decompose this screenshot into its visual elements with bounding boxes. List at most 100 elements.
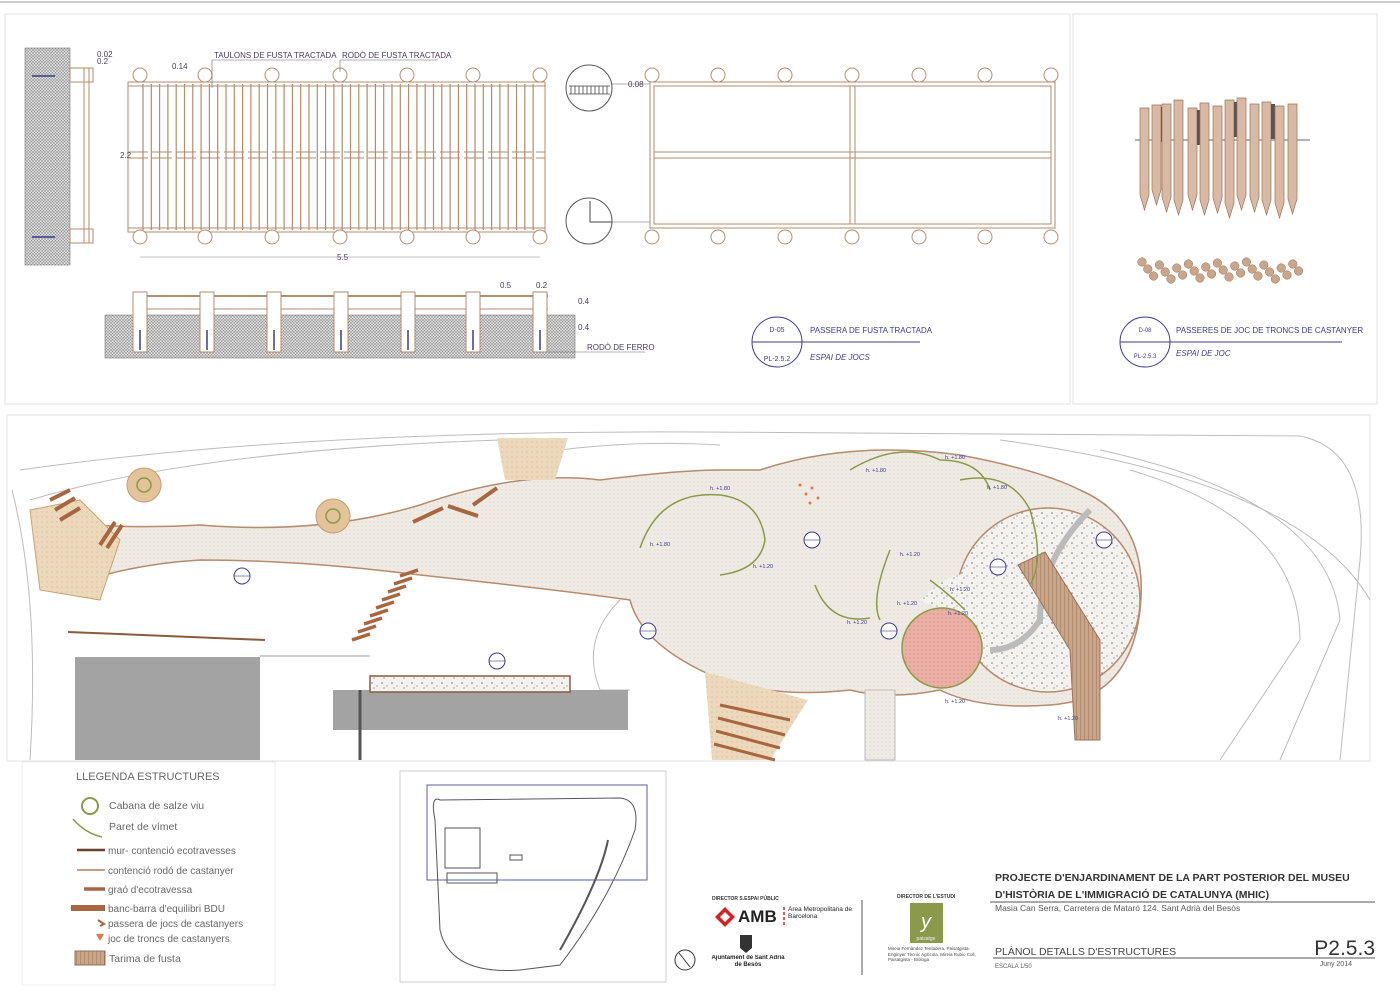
dim-label: 0.5 — [500, 281, 512, 290]
post-round — [465, 229, 481, 245]
dim-label: 0.4 — [578, 297, 590, 306]
legend-item: passera de jocs de castanyers — [97, 919, 243, 930]
log-section — [1201, 262, 1211, 272]
legend-item: joc de troncs de castanyers — [96, 934, 230, 945]
log-section — [1212, 258, 1222, 268]
log-section — [1160, 267, 1170, 277]
dim-label: 0.2 — [536, 281, 548, 290]
dim-label: 0.4 — [578, 323, 590, 332]
chestnut-log — [1187, 107, 1198, 212]
elevation-post — [132, 291, 148, 353]
legend-item-label: passera de jocs de castanyers — [108, 919, 243, 930]
chestnut-logs-icon — [96, 934, 104, 941]
elevation-post — [465, 291, 481, 353]
log-section — [1149, 271, 1159, 281]
label-taulons: TAULONS DE FUSTA TRACTADA — [214, 51, 337, 60]
chestnut-walkway-icon — [97, 919, 106, 927]
log-section — [1247, 264, 1257, 274]
sheet-date: Juny 2014 — [1320, 961, 1352, 968]
director-estudi-label: DIRECTOR DE L'ESTUDI — [897, 894, 956, 900]
log-section — [1259, 260, 1269, 270]
height-label: h. +1.20 — [1058, 716, 1078, 722]
chestnut-log — [1212, 105, 1223, 215]
sheet-number: P2.5.3 — [1314, 937, 1375, 960]
log-section — [1253, 271, 1263, 281]
planter-strip — [369, 675, 571, 693]
elevation-post — [400, 291, 416, 353]
height-label: h. +1.80 — [650, 542, 670, 548]
ajuntament-crest-icon — [740, 935, 752, 953]
height-label: h. +1.20 — [945, 699, 965, 705]
step-ecotravessa — [363, 616, 383, 626]
chestnut-log — [1287, 103, 1298, 216]
log-section — [1143, 264, 1153, 274]
amb-logo-text: AMB — [738, 907, 777, 926]
legend-item-label: Tarima de fusta — [109, 953, 181, 965]
detail-passeres-troncs: D-08 PL-2.5.3 PASSERES DE JOC DE TRONCS … — [1072, 13, 1378, 405]
post-round — [332, 229, 348, 245]
height-label: h. +1.80 — [945, 455, 965, 461]
legend-item: banc-barra d'equilibri BDU — [71, 904, 225, 915]
label-rodo-ferro: RODÒ DE FERRO — [587, 343, 655, 352]
log-shadow — [1234, 102, 1238, 137]
project-title-line1: PROJECTE D'ENJARDINAMENT DE LA PART POST… — [995, 872, 1350, 884]
post-round — [197, 229, 213, 245]
log-section — [1270, 274, 1280, 284]
log-shadow — [1197, 110, 1201, 145]
legend-item: Paret de vímet — [72, 818, 177, 838]
legend-item-label: banc-barra d'equilibri BDU — [108, 904, 225, 915]
post-round — [1043, 67, 1059, 83]
tag-title: PASSERA DE FUSTA TRACTADA — [810, 326, 933, 335]
elevation-post — [532, 291, 548, 353]
section-tag-d05: D-05 PL-2.5.2 PASSERA DE FUSTA TRACTADA … — [751, 316, 933, 368]
log-section — [1178, 270, 1188, 280]
chestnut-log — [1199, 102, 1210, 217]
tarima-walkway — [1017, 551, 1101, 741]
log-section — [1288, 259, 1298, 269]
tag-code: D-08 — [1138, 328, 1152, 334]
willow-hut-icon — [81, 797, 99, 815]
log-section — [1172, 263, 1182, 273]
height-label: h. +1.80 — [866, 468, 886, 474]
log-section — [1195, 273, 1205, 283]
post-round — [644, 67, 660, 83]
post-round — [399, 67, 415, 83]
post-round — [844, 229, 860, 245]
sand-area-north — [497, 438, 568, 480]
post-round — [264, 229, 280, 245]
chestnut-log — [1261, 101, 1272, 217]
step-ecotravessa — [399, 568, 419, 578]
dim-label: 2.2 — [120, 151, 132, 160]
cabana-salze — [126, 467, 351, 534]
detail-callout-bottom — [565, 197, 613, 245]
log-section — [1218, 265, 1228, 275]
wicker-wall-icon — [72, 818, 103, 838]
log-section — [1166, 274, 1176, 284]
legend-item-label: mur- contenció ecotravesses — [108, 846, 236, 857]
post-round — [977, 67, 993, 83]
studio-logo-text: paisatge — [917, 936, 936, 942]
studio-credits: Mireia Fernàndez Tenladera, Paisatgista-… — [888, 946, 976, 962]
height-label: h. +1.20 — [753, 564, 773, 570]
tag-subtitle: ESPAI DE JOC — [1176, 349, 1231, 358]
pink-play-circle — [901, 607, 983, 689]
log-section — [1265, 267, 1275, 277]
paved-path — [38, 449, 1142, 707]
gray-path-curve — [989, 507, 1093, 653]
legend-item: graó d'ecotravessa — [84, 885, 193, 896]
log-section — [1183, 259, 1193, 269]
post-round — [197, 67, 213, 83]
title-block: DIRECTOR S.ESPAI PÚBLIC DIRECTOR DE L'ES… — [674, 872, 1375, 975]
elevation-post — [199, 291, 215, 353]
post-round — [532, 229, 548, 245]
height-label: h. +1.80 — [987, 485, 1007, 491]
building-gray-center — [333, 690, 628, 730]
post-round — [264, 67, 280, 83]
elevation-post — [266, 291, 282, 353]
chestnut-log — [1236, 97, 1247, 212]
chestnut-log — [1249, 103, 1260, 214]
log-section — [1189, 266, 1199, 276]
legend-title: LLEGENDA ESTRUCTURES — [76, 771, 220, 783]
height-label: h. +1.20 — [847, 620, 867, 626]
legend: LLEGENDA ESTRUCTURES Cabana de salze viu… — [21, 761, 276, 986]
